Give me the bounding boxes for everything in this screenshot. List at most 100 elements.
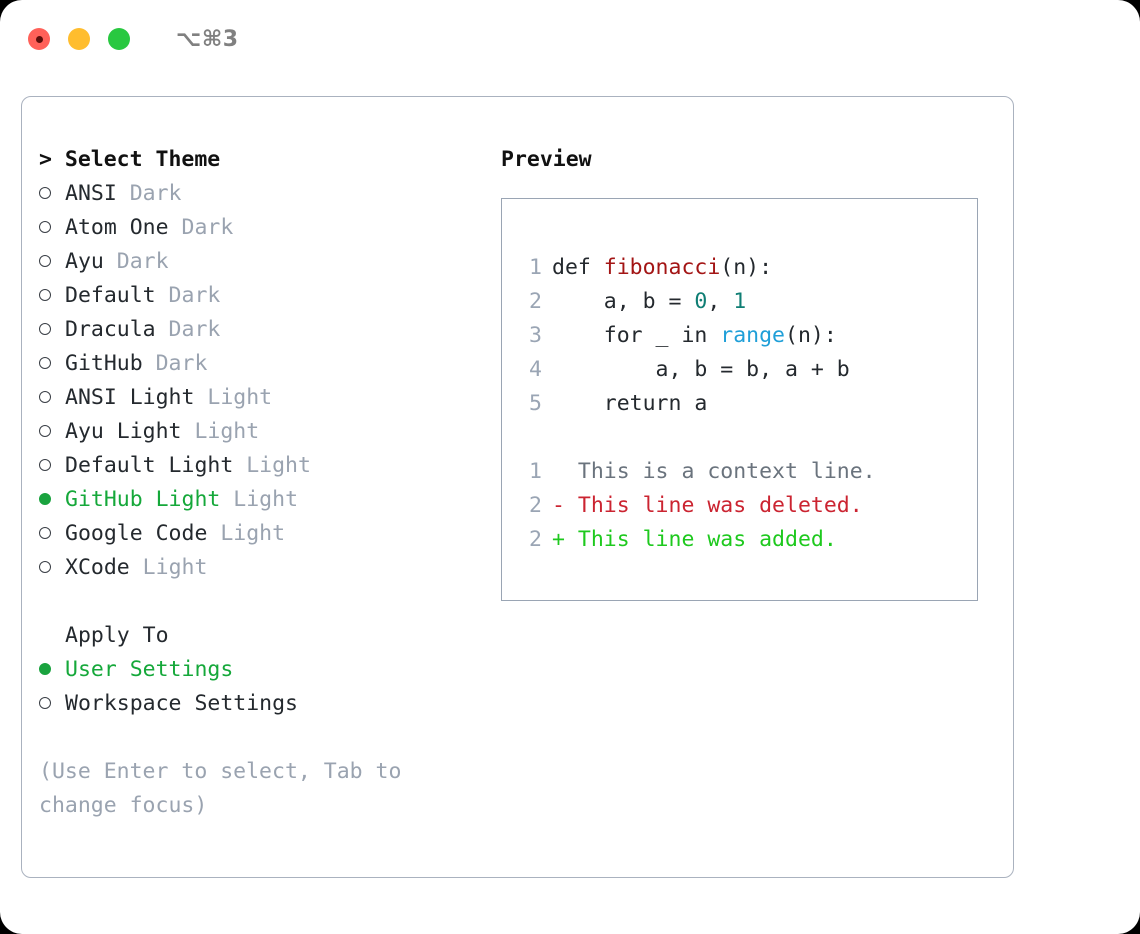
radio-dot	[39, 493, 51, 505]
radio-unselected-icon	[39, 279, 65, 313]
code-token-num: 1	[733, 289, 747, 314]
line-number: 1	[529, 459, 542, 484]
radio-dot	[39, 187, 51, 199]
radio-dot	[39, 459, 51, 471]
radio-dot	[39, 391, 51, 403]
theme-name: Dracula	[65, 317, 156, 342]
code-line: 2 a, b = 0, 1	[520, 285, 977, 319]
radio-unselected-icon	[39, 449, 65, 483]
apply-to-name: Workspace Settings	[65, 691, 298, 716]
radio-unselected-icon	[39, 313, 65, 347]
theme-variant-badge: Light	[233, 453, 311, 478]
theme-name: Atom One	[65, 215, 169, 240]
theme-option-google-code[interactable]: Google Code Light	[39, 517, 469, 551]
code-token-num: 0	[694, 289, 708, 314]
theme-name: Google Code	[65, 521, 208, 546]
diff-text: This is a context line.	[577, 459, 876, 484]
line-number: 2	[529, 289, 542, 314]
diff-marker: -	[552, 493, 578, 518]
line-number: 5	[529, 391, 542, 416]
theme-variant-badge: Light	[220, 487, 299, 512]
theme-option-dracula[interactable]: Dracula Dark	[39, 313, 469, 347]
code-line: 4 a, b = b, a + b	[520, 353, 977, 387]
theme-name: Default Light	[65, 453, 234, 478]
help-text: (Use Enter to select, Tab to change focu…	[39, 759, 415, 818]
radio-dot	[39, 697, 51, 709]
radio-dot	[39, 289, 51, 301]
theme-option-xcode[interactable]: XCode Light	[39, 551, 469, 585]
theme-variant-badge: Dark	[168, 215, 234, 240]
line-number: 2	[529, 527, 542, 552]
apply-to-label: Apply To	[65, 623, 169, 648]
line-number: 2	[529, 493, 542, 518]
line-number: 3	[529, 323, 542, 348]
diff-line-add: 2 + This line was added.	[520, 523, 977, 557]
theme-variant-badge: Light	[181, 419, 260, 444]
theme-name: ANSI Light	[65, 385, 195, 410]
line-number: 4	[529, 357, 542, 382]
apply-to-option-user-settings[interactable]: User Settings	[39, 653, 469, 687]
theme-name: Default	[65, 283, 156, 308]
radio-unselected-icon	[39, 211, 65, 245]
select-theme-header: > Select Theme	[39, 147, 221, 172]
theme-name: XCode	[65, 555, 130, 580]
window-controls	[28, 28, 130, 50]
line-number: 1	[529, 255, 542, 280]
theme-option-github-light[interactable]: GitHub Light Light	[39, 483, 469, 517]
theme-variant-badge: Dark	[155, 283, 221, 308]
code-token-plain: def	[552, 255, 604, 280]
radio-unselected-icon	[39, 177, 65, 211]
theme-variant-badge: Dark	[116, 181, 182, 206]
radio-unselected-icon	[39, 381, 65, 415]
theme-option-default[interactable]: Default Dark	[39, 279, 469, 313]
maximize-button[interactable]	[108, 28, 130, 50]
radio-dot	[39, 323, 51, 335]
code-token-plain: (n):	[720, 255, 773, 280]
radio-selected-icon	[39, 483, 65, 517]
close-button[interactable]	[28, 28, 50, 50]
theme-name: Ayu Light	[65, 419, 182, 444]
theme-option-github[interactable]: GitHub Dark	[39, 347, 469, 381]
minimize-button[interactable]	[68, 28, 90, 50]
code-token-call: range	[720, 323, 786, 348]
radio-dot	[39, 663, 51, 675]
theme-variant-badge: Dark	[103, 249, 169, 274]
theme-option-ansi-light[interactable]: ANSI Light Light	[39, 381, 469, 415]
radio-dot	[39, 357, 51, 369]
theme-option-ayu[interactable]: Ayu Dark	[39, 245, 469, 279]
diff-marker: +	[552, 527, 578, 552]
code-token-plain: a, b =	[552, 289, 695, 314]
keyboard-shortcut-label: ⌥⌘3	[176, 26, 239, 52]
code-line: 5 return a	[520, 387, 977, 421]
theme-option-ayu-light[interactable]: Ayu Light Light	[39, 415, 469, 449]
radio-dot	[39, 527, 51, 539]
radio-dot	[39, 561, 51, 573]
radio-unselected-icon	[39, 347, 65, 381]
radio-unselected-icon	[39, 415, 65, 449]
diff-sample: 1 This is a context line. 2- This line wa…	[520, 455, 977, 557]
diff-text: This line was deleted.	[577, 493, 863, 518]
apply-to-option-workspace-settings[interactable]: Workspace Settings	[39, 687, 469, 721]
radio-unselected-icon	[39, 551, 65, 585]
diff-text: This line was added.	[577, 527, 837, 552]
theme-variant-badge: Dark	[155, 317, 221, 342]
theme-option-ansi[interactable]: ANSI Dark	[39, 177, 469, 211]
code-token-plain: ,	[707, 289, 734, 314]
theme-name: Ayu	[65, 249, 104, 274]
theme-name: ANSI	[65, 181, 117, 206]
theme-option-default-light[interactable]: Default Light Light	[39, 449, 469, 483]
theme-variant-badge: Light	[194, 385, 273, 410]
code-diff-gap	[520, 421, 977, 455]
apply-to-name: User Settings	[65, 657, 234, 682]
radio-dot	[39, 255, 51, 267]
theme-variant-badge: Light	[129, 555, 208, 580]
diff-line-del: 2- This line was deleted.	[520, 489, 977, 523]
theme-variant-badge: Dark	[142, 351, 208, 376]
code-token-plain: for _ in	[552, 323, 721, 348]
theme-option-atom-one[interactable]: Atom One Dark	[39, 211, 469, 245]
